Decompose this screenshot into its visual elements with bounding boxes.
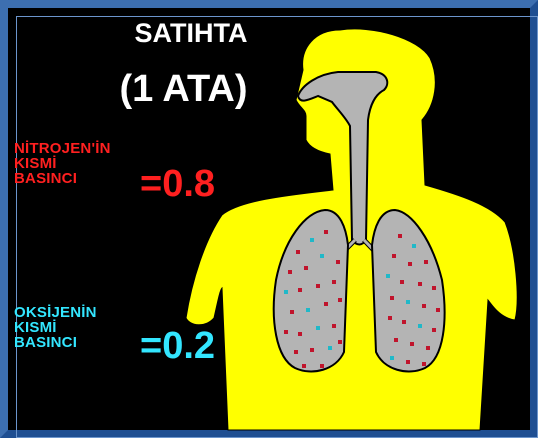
nitrogen-particle bbox=[288, 270, 292, 274]
oxygen-particle bbox=[328, 346, 332, 350]
nitrogen-particle bbox=[398, 234, 402, 238]
nitrogen-particle bbox=[436, 308, 440, 312]
nitrogen-particle bbox=[336, 260, 340, 264]
nitrogen-particle bbox=[310, 348, 314, 352]
oxygen-particle bbox=[284, 290, 288, 294]
nitrogen-particle bbox=[406, 360, 410, 364]
oxygen-label-line: KISMİ bbox=[14, 320, 97, 335]
nitrogen-particle bbox=[284, 330, 288, 334]
nitrogen-particle bbox=[422, 362, 426, 366]
oxygen-particle bbox=[310, 238, 314, 242]
nitrogen-particle bbox=[304, 266, 308, 270]
nitrogen-label-line: BASINCI bbox=[14, 171, 111, 186]
oxygen-particle bbox=[412, 244, 416, 248]
nitrogen-particle bbox=[324, 302, 328, 306]
nitrogen-particle bbox=[390, 296, 394, 300]
title-pressure: (1 ATA) bbox=[96, 68, 271, 111]
nitrogen-particle bbox=[298, 332, 302, 336]
oxygen-label-line: OKSİJENİN bbox=[14, 305, 97, 320]
title-location: SATIHTA bbox=[112, 18, 270, 49]
nitrogen-particle bbox=[332, 324, 336, 328]
nitrogen-particle bbox=[320, 364, 324, 368]
nitrogen-particle bbox=[432, 286, 436, 290]
nitrogen-label: NİTROJEN'İN KISMİ BASINCI bbox=[14, 141, 111, 186]
oxygen-particle bbox=[316, 326, 320, 330]
nitrogen-particle bbox=[338, 298, 342, 302]
nitrogen-particle bbox=[418, 282, 422, 286]
nitrogen-particle bbox=[290, 310, 294, 314]
nitrogen-particle bbox=[298, 288, 302, 292]
nitrogen-particle bbox=[400, 280, 404, 284]
oxygen-particle bbox=[306, 308, 310, 312]
nitrogen-particle bbox=[394, 338, 398, 342]
nitrogen-particle bbox=[392, 254, 396, 258]
nitrogen-value: =0.8 bbox=[140, 163, 215, 206]
nitrogen-particle bbox=[388, 316, 392, 320]
oxygen-value: =0.2 bbox=[140, 325, 215, 368]
oxygen-particle bbox=[386, 274, 390, 278]
nitrogen-particle bbox=[332, 280, 336, 284]
nitrogen-label-line: KISMİ bbox=[14, 156, 111, 171]
nitrogen-particle bbox=[410, 342, 414, 346]
oxygen-particle bbox=[390, 356, 394, 360]
nitrogen-particle bbox=[426, 346, 430, 350]
nitrogen-particle bbox=[432, 328, 436, 332]
oxygen-label-line: BASINCI bbox=[14, 335, 97, 350]
oxygen-particle bbox=[406, 300, 410, 304]
nitrogen-particle bbox=[316, 284, 320, 288]
nitrogen-particle bbox=[294, 350, 298, 354]
nitrogen-particle bbox=[296, 250, 300, 254]
nitrogen-particle bbox=[338, 340, 342, 344]
nitrogen-particle bbox=[302, 364, 306, 368]
oxygen-particle bbox=[418, 324, 422, 328]
nitrogen-particle bbox=[324, 230, 328, 234]
nitrogen-particle bbox=[408, 262, 412, 266]
nitrogen-label-line: NİTROJEN'İN bbox=[14, 141, 111, 156]
oxygen-particle bbox=[320, 254, 324, 258]
oxygen-label: OKSİJENİN KISMİ BASINCI bbox=[14, 305, 97, 350]
nitrogen-particle bbox=[424, 260, 428, 264]
nitrogen-particle bbox=[402, 320, 406, 324]
nitrogen-particle bbox=[422, 304, 426, 308]
